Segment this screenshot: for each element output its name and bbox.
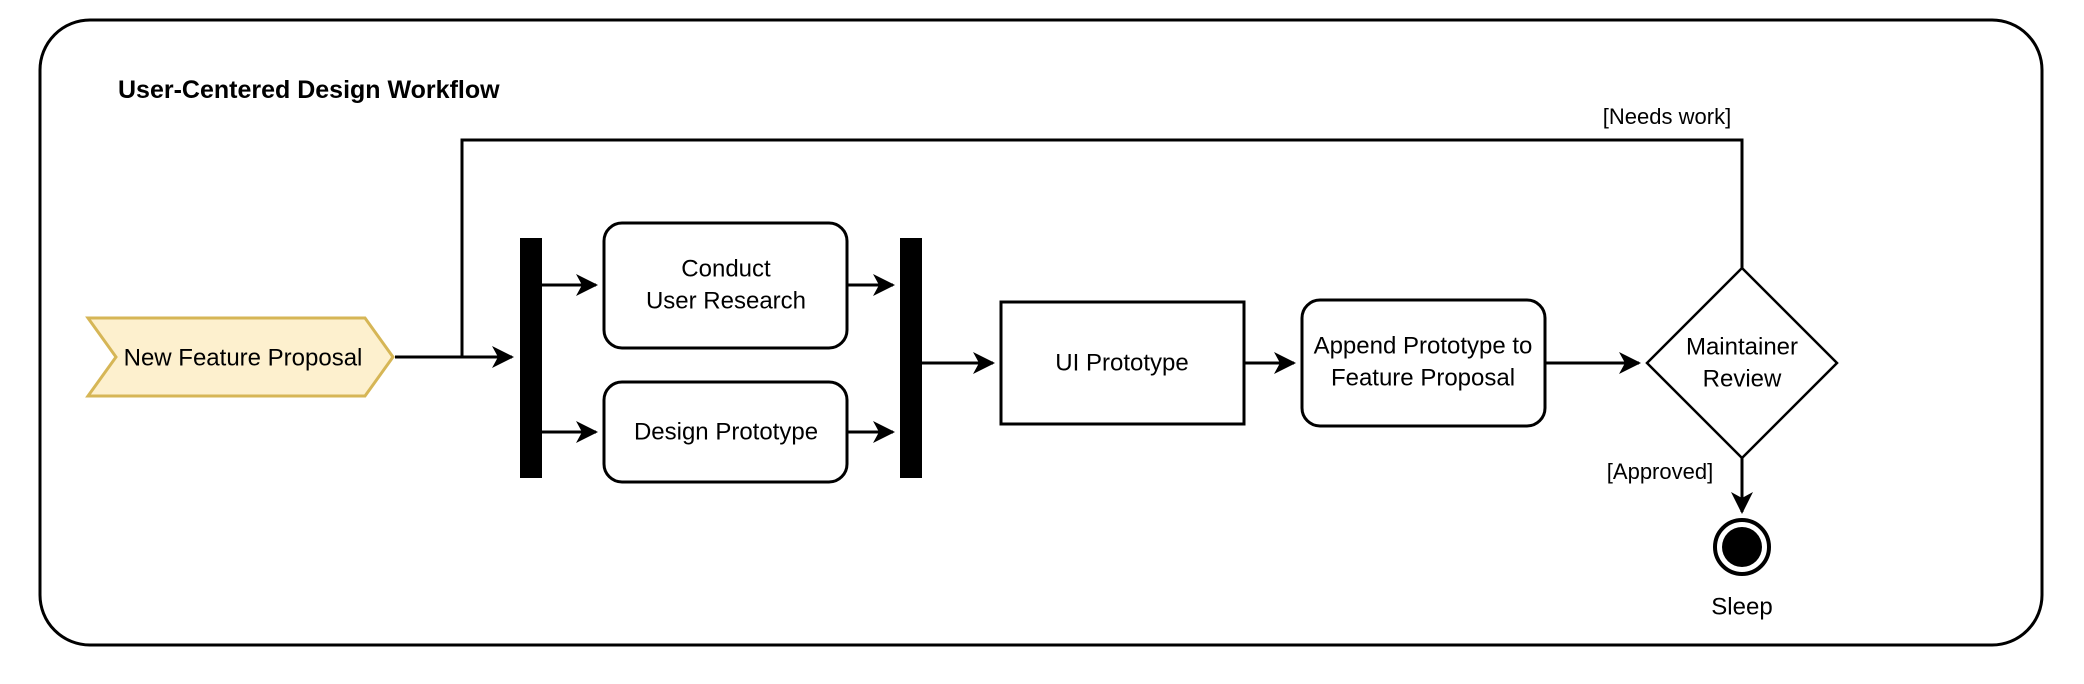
node-ui-prototype[interactable]: UI Prototype	[999, 300, 1246, 426]
fork-bar	[520, 238, 542, 478]
page-title: User-Centered Design Workflow	[118, 76, 500, 104]
new-feature-proposal-label: New Feature Proposal	[124, 344, 363, 371]
new-feature-proposal-shape	[85, 316, 395, 398]
maintainer-review-shape	[1645, 266, 1839, 460]
sleep-outer-ring	[1713, 518, 1771, 576]
conduct-user-research-label-line1: Conduct	[681, 255, 771, 282]
ui-prototype-shape	[999, 300, 1246, 426]
node-conduct-user-research[interactable]: Conduct User Research	[602, 221, 849, 350]
node-sleep-final[interactable]: Sleep	[1711, 518, 1773, 620]
edge-label-needs-work: [Needs work]	[1603, 104, 1731, 129]
append-prototype-label-line1: Append Prototype to	[1314, 332, 1533, 359]
design-prototype-label: Design Prototype	[634, 418, 818, 445]
join-bar	[900, 238, 922, 478]
node-design-prototype[interactable]: Design Prototype	[602, 380, 849, 484]
edge-label-approved: [Approved]	[1607, 459, 1713, 484]
maintainer-review-label-line2: Review	[1703, 365, 1782, 392]
maintainer-review-label-line1: Maintainer	[1686, 333, 1798, 360]
ui-prototype-label: UI Prototype	[1055, 349, 1188, 376]
edge-review-needs-work-loop	[460, 138, 1744, 357]
conduct-user-research-label-line2: User Research	[646, 287, 806, 314]
node-maintainer-review[interactable]: Maintainer Review	[1645, 266, 1839, 460]
sleep-caption: Sleep	[1711, 593, 1772, 620]
conduct-user-research-shape	[602, 221, 849, 350]
append-prototype-shape	[1300, 298, 1547, 428]
node-append-prototype[interactable]: Append Prototype to Feature Proposal	[1300, 298, 1547, 428]
node-new-feature-proposal[interactable]: New Feature Proposal	[85, 316, 395, 398]
design-prototype-shape	[602, 380, 849, 484]
append-prototype-label-line2: Feature Proposal	[1331, 364, 1515, 391]
sleep-inner-disc	[1722, 527, 1762, 567]
